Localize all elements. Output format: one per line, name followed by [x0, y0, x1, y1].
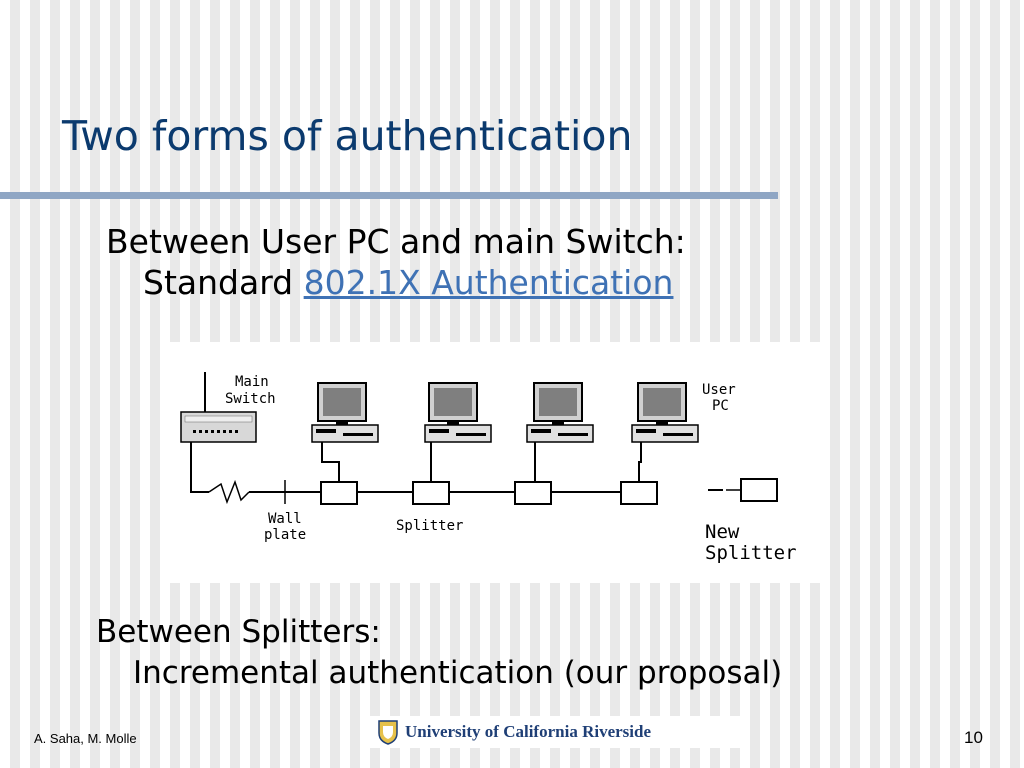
user-pc-icon [311, 382, 379, 443]
splitter-icon [320, 481, 358, 505]
user-pc-label-2: PC [712, 398, 729, 414]
user-pc-label-1: User [702, 382, 736, 398]
user-pc-icon [424, 382, 492, 443]
footer-author: A. Saha, M. Molle [34, 731, 137, 746]
new-splitter-label-2: Splitter [705, 542, 797, 564]
standard-text: Standard [143, 263, 294, 302]
main-switch-label-2: Switch [225, 391, 276, 407]
ucr-seal-icon [378, 720, 398, 745]
main-switch-icon [180, 372, 257, 443]
main-switch-label-1: Main [235, 374, 269, 390]
splitter-icon [514, 481, 552, 505]
network-diagram: Main Switch Wall plate Splitter [163, 342, 829, 583]
new-splitter-icon [740, 478, 778, 502]
user-pc-icon [631, 382, 699, 443]
wall-plate-label-1: Wall [268, 511, 302, 527]
ucr-logo: University of California Riverside [367, 716, 743, 748]
bullet-incremental-auth: Incremental authentication (our proposal… [133, 655, 783, 691]
splitter-icon [620, 481, 658, 505]
slide-title: Two forms of authentication [62, 112, 633, 160]
splitter-icon [412, 481, 450, 505]
ucr-logo-text: University of California Riverside [405, 722, 651, 741]
bullet-standard-line: Standard 802.1X Authentication [143, 263, 673, 302]
8021x-link[interactable]: 802.1X Authentication [303, 263, 674, 302]
wall-plate-label-2: plate [264, 527, 306, 543]
splitter-label: Splitter [396, 518, 463, 534]
title-divider [0, 192, 778, 199]
page-number: 10 [964, 728, 983, 747]
network-diagram-svg: Main Switch Wall plate Splitter [180, 372, 797, 564]
bullet-between-splitters: Between Splitters: [96, 614, 381, 650]
bullet-user-pc-switch: Between User PC and main Switch: [106, 222, 686, 261]
new-splitter-label-1: New [705, 521, 740, 543]
user-pc-icon [526, 382, 594, 443]
